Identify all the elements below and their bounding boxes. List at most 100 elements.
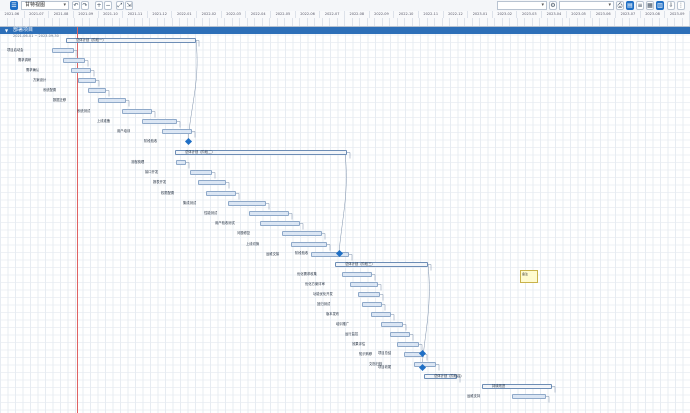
view-board-button[interactable]: ▥ — [656, 1, 664, 10]
sticky-note[interactable]: 备注 — [520, 270, 538, 283]
milestone-label: 项目总结 — [378, 351, 392, 355]
task-bar[interactable] — [63, 58, 85, 63]
dependency-link — [410, 334, 414, 341]
summary-task-bar[interactable] — [424, 374, 457, 379]
redo-button[interactable]: ↷ — [81, 1, 89, 10]
view-select[interactable]: 甘特视图 ▾ — [21, 1, 69, 10]
summary-task-bar[interactable] — [175, 150, 347, 155]
task-bar[interactable] — [512, 394, 546, 399]
zoom-out-button[interactable]: − — [104, 1, 112, 10]
project-date-range: 2021-06-01 ~ 2023-09-30 — [13, 34, 59, 38]
undo-button[interactable]: ↶ — [72, 1, 80, 10]
task-bar[interactable] — [282, 231, 322, 236]
task-bar[interactable] — [390, 332, 410, 337]
task-bar[interactable] — [52, 48, 74, 53]
task-bar[interactable] — [249, 211, 289, 216]
dependency-link — [152, 111, 156, 118]
timescale-tick — [210, 18, 218, 26]
task-bar[interactable] — [362, 302, 382, 307]
timescale-month: 2023-04 — [542, 11, 567, 18]
more-button[interactable]: ⋮ — [677, 1, 685, 10]
task-bar[interactable] — [342, 272, 372, 277]
task-bar[interactable] — [350, 282, 378, 287]
collapse-icon[interactable]: ▼ — [5, 28, 9, 33]
timescale-tick — [473, 18, 480, 26]
view-gantt-button[interactable]: ▤ — [626, 1, 634, 10]
timescale-tick — [105, 18, 113, 26]
timescale-tick — [360, 18, 368, 26]
dependency-link — [391, 314, 395, 321]
zoom-select[interactable]: ▾ — [497, 1, 547, 10]
dependency-link — [74, 50, 78, 57]
summary-task-bar[interactable] — [482, 384, 552, 389]
task-bar[interactable] — [162, 129, 192, 134]
timescale-tick — [495, 18, 503, 26]
timescale-tick — [585, 18, 593, 26]
timescale-tick — [398, 18, 405, 26]
settings-button[interactable]: ⚙ — [549, 1, 557, 10]
task-bar[interactable] — [260, 221, 300, 226]
fit-button[interactable]: ⤢ — [116, 1, 124, 10]
view-list-button[interactable]: ≡ — [636, 1, 644, 10]
timescale-tick — [143, 18, 150, 26]
dependency-link — [226, 182, 230, 189]
dependency-link — [106, 90, 110, 97]
dependency-link — [372, 274, 376, 281]
timescale-tick — [23, 18, 30, 26]
task-bar[interactable] — [142, 119, 177, 124]
sidebar-toggle-button[interactable]: ☰ — [10, 1, 18, 10]
task-bar[interactable] — [122, 109, 152, 114]
task-bar[interactable] — [71, 68, 91, 73]
task-label: 版本发布 — [326, 312, 340, 316]
timescale-month: 2023-02 — [493, 11, 518, 18]
expand-button[interactable]: ⇲ — [125, 1, 133, 10]
task-bar[interactable] — [176, 160, 186, 165]
task-bar[interactable] — [206, 191, 236, 196]
export-button[interactable]: ⇩ — [667, 1, 675, 10]
project-summary-row[interactable]: ▼ 部署项目 — [0, 27, 690, 34]
timescale-month: 2022-10 — [394, 11, 419, 18]
timescale-month: 2023-05 — [567, 11, 592, 18]
timescale-tick — [638, 18, 645, 26]
task-bar[interactable] — [98, 98, 126, 103]
task-label: 知识转移 — [359, 352, 373, 356]
task-bar[interactable] — [381, 322, 403, 327]
dependency-link — [382, 304, 386, 311]
summary-link — [187, 39, 198, 141]
task-bar[interactable] — [198, 180, 226, 185]
dependency-link — [419, 344, 423, 351]
timescale-tick — [225, 18, 233, 26]
task-bar[interactable] — [228, 201, 266, 206]
search-select[interactable]: ▾ — [559, 1, 614, 10]
task-bar[interactable] — [311, 252, 349, 257]
dependency-link — [192, 131, 196, 138]
timescale-tick — [645, 18, 653, 26]
task-bar[interactable] — [397, 342, 419, 347]
task-label: 效果评估 — [352, 342, 366, 346]
timescale-tick — [150, 18, 158, 26]
summary-task-bar[interactable] — [335, 262, 428, 267]
timescale-tick — [420, 18, 428, 26]
dependency-link — [186, 162, 190, 169]
timescale-month: 2022-12 — [444, 11, 469, 18]
timescale-tick — [623, 18, 630, 26]
task-bar[interactable] — [371, 312, 391, 317]
task-bar[interactable] — [88, 88, 106, 93]
dependency-link — [236, 193, 240, 200]
timescale-tick — [405, 18, 413, 26]
print-button[interactable]: ⎙ — [616, 1, 624, 10]
summary-task-bar[interactable] — [66, 38, 196, 43]
dependency-link — [289, 213, 293, 220]
task-label: 项目启动会 — [7, 48, 24, 52]
zoom-in-button[interactable]: + — [95, 1, 103, 10]
timescale-month: 2021-10 — [99, 11, 124, 18]
task-bar[interactable] — [190, 170, 212, 175]
task-bar[interactable] — [291, 242, 327, 247]
view-calendar-button[interactable]: ▦ — [646, 1, 654, 10]
task-label: 用户验收测试 — [215, 221, 235, 225]
task-bar[interactable] — [78, 78, 96, 83]
timescale-tick — [525, 18, 533, 26]
timescale-month: 2021-11 — [123, 11, 148, 18]
toolbar: ☰ 甘特视图 ▾ ↶ ↷ + − ⤢ ⇲ ▾ ⚙ ▾ ⎙ ▤ ≡ ▦ ▥ ⇩ ⋮ — [0, 0, 690, 12]
task-bar[interactable] — [358, 292, 380, 297]
